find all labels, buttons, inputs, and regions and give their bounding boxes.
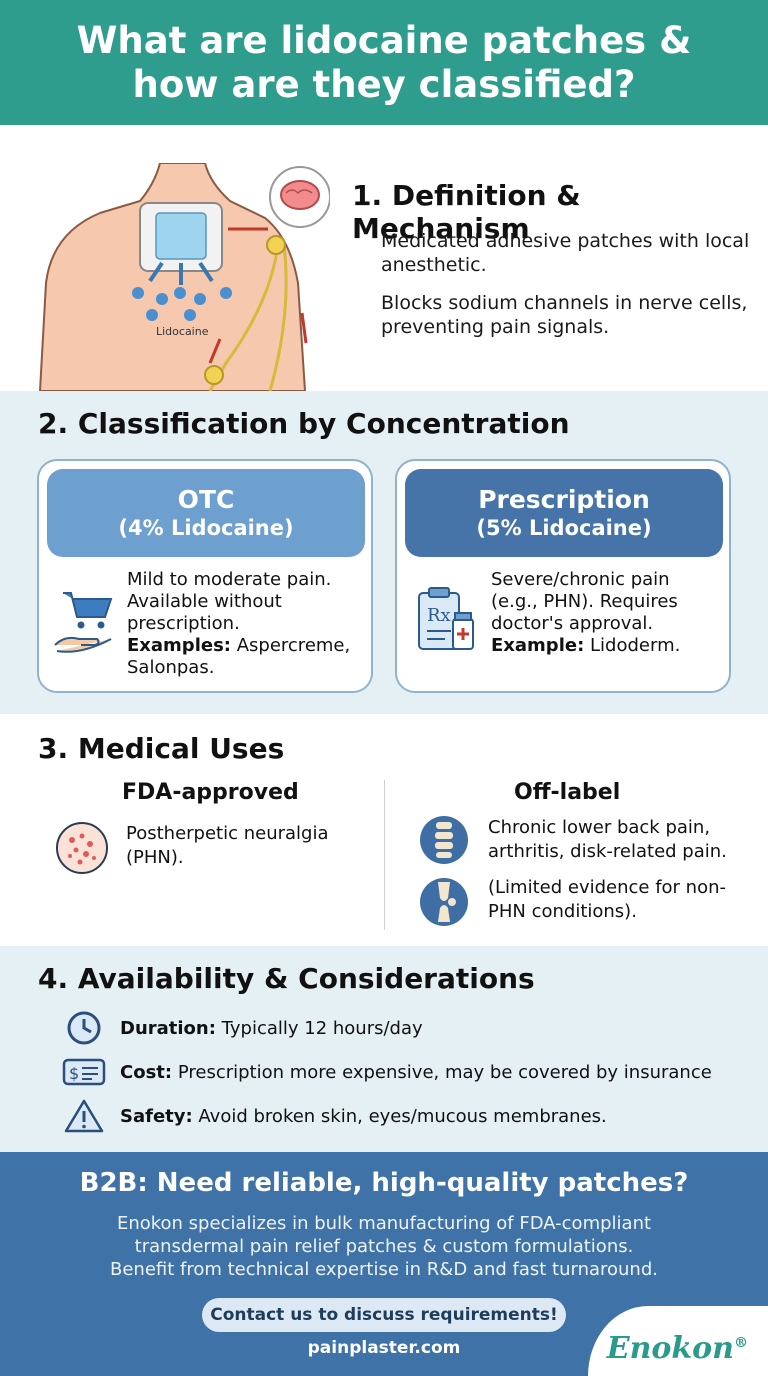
otc-examples-label: Examples: [127, 635, 231, 656]
off-label-text: Chronic lower back pain, arthritis, disk… [488, 817, 727, 862]
otc-title: OTC [177, 485, 235, 514]
otc-examples: Aspercreme, Salonpas. [127, 635, 351, 678]
b2b-line-1: Enokon specializes in bulk manufacturing… [116, 1213, 652, 1234]
definition-heading: 1. Definition & Mechanism [352, 179, 581, 245]
rx-clipboard-icon: Rx [418, 587, 474, 650]
cost-label: Cost: [120, 1061, 173, 1083]
availability-section: 4. Availability & Considerations Duratio… [0, 946, 768, 1152]
lidocaine-label: Lidocaine [156, 325, 209, 338]
otc-subtitle: (4% Lidocaine) [118, 516, 294, 540]
safety-text: Avoid broken skin, eyes/mucous membranes… [198, 1105, 607, 1127]
page-title: What are lidocaine patches & how are the… [76, 18, 692, 106]
website-link[interactable]: painplaster.com [307, 1338, 461, 1358]
prescription-card-header: Prescription (5% Lidocaine) [405, 469, 723, 557]
b2b-line-2: transdermal pain relief patches & custom… [134, 1236, 634, 1257]
definition-text-2: Blocks sodium channels in nerve cells, p… [381, 292, 748, 338]
header: What are lidocaine patches & how are the… [0, 0, 768, 125]
clock-icon [62, 1008, 106, 1048]
prescription-description: Severe/chronic pain (e.g., PHN). Require… [491, 569, 678, 634]
definition-section: Lidocaine 1. Definition & Mechanism Medi… [0, 125, 768, 391]
fda-approved-heading: FDA-approved [122, 780, 299, 805]
classification-heading: 2. Classification by Concentration [38, 407, 570, 440]
cost-row: $ Cost: Prescription more expensive, may… [62, 1052, 712, 1092]
otc-description: Mild to moderate pain. Available without… [127, 569, 332, 634]
medical-uses-section: 3. Medical Uses FDA-approved Postherpeti… [0, 714, 768, 946]
duration-label: Duration: [120, 1017, 216, 1039]
prescription-example: Lidoderm. [590, 635, 681, 656]
off-label-note: (Limited evidence for non-PHN conditions… [488, 877, 726, 922]
knee-joint-icon [420, 878, 468, 926]
prescription-example-label: Example: [491, 635, 585, 656]
b2b-line-3: Benefit from technical expertise in R&D … [109, 1259, 658, 1280]
safety-label: Safety: [120, 1105, 193, 1127]
svg-text:$: $ [69, 1064, 79, 1083]
medical-uses-heading: 3. Medical Uses [38, 732, 285, 765]
safety-row: Safety: Avoid broken skin, eyes/mucous m… [62, 1096, 607, 1136]
warning-icon [62, 1096, 106, 1136]
otc-card-header: OTC (4% Lidocaine) [47, 469, 365, 557]
svg-text:Rx: Rx [427, 605, 451, 626]
duration-text: Typically 12 hours/day [221, 1017, 423, 1039]
definition-text-1: Medicated adhesive patches with local an… [381, 230, 750, 276]
b2b-heading: B2B: Need reliable, high-quality patches… [79, 1168, 689, 1198]
cost-text: Prescription more expensive, may be cove… [177, 1061, 712, 1083]
rash-skin-icon [56, 822, 108, 874]
otc-card: OTC (4% Lidocaine) Mild to moderate pain… [37, 459, 373, 693]
bill-icon: $ [62, 1052, 106, 1092]
body-patch-illustration: Lidocaine [38, 163, 330, 391]
off-label-heading: Off-label [514, 780, 621, 805]
spine-icon [420, 816, 468, 864]
availability-heading: 4. Availability & Considerations [38, 962, 535, 995]
prescription-subtitle: (5% Lidocaine) [476, 516, 652, 540]
fda-approved-text: Postherpetic neuralgia (PHN). [126, 823, 329, 868]
uses-divider [384, 780, 385, 930]
b2b-footer: B2B: Need reliable, high-quality patches… [0, 1152, 768, 1376]
enokon-logo: Enokon® [606, 1331, 748, 1366]
classification-section: 2. Classification by Concentration OTC (… [0, 391, 768, 714]
duration-row: Duration: Typically 12 hours/day [62, 1008, 423, 1048]
prescription-title: Prescription [478, 485, 650, 514]
cart-hand-icon [54, 592, 113, 653]
logo-background [588, 1306, 768, 1376]
prescription-card: Prescription (5% Lidocaine) Rx Severe/ch… [395, 459, 731, 693]
contact-cta-button[interactable]: Contact us to discuss requirements! [202, 1298, 566, 1332]
